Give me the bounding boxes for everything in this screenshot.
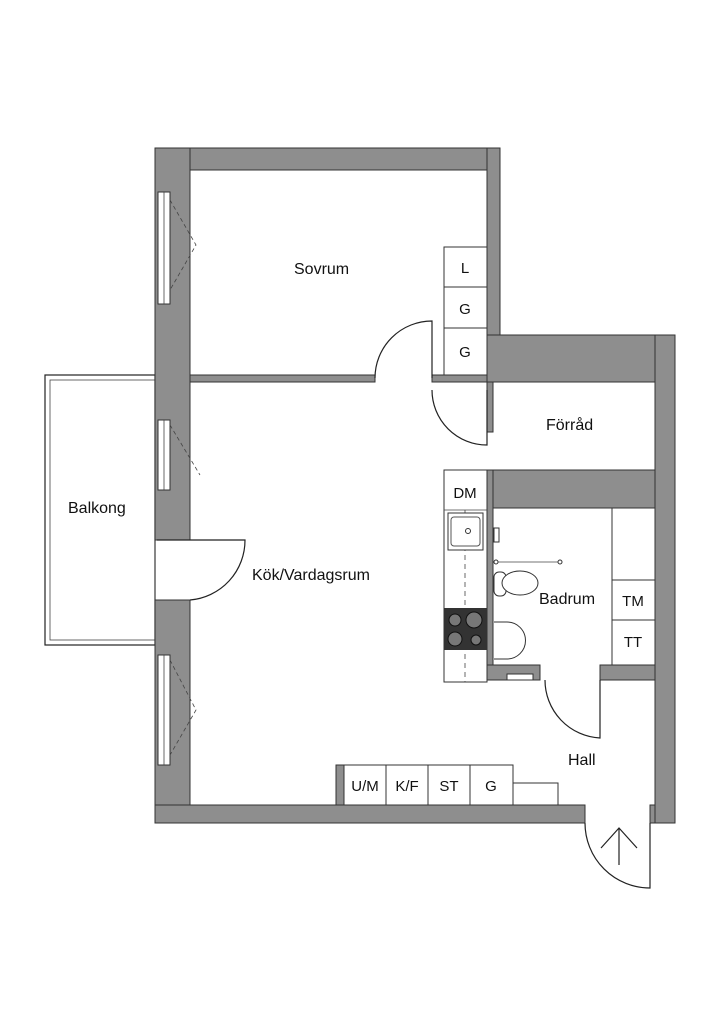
room-label-hall: Hall (568, 752, 596, 769)
dishwasher-label: DM (453, 485, 476, 502)
closet-label: L (461, 260, 469, 277)
threshold (506, 673, 534, 681)
sovrum-closets: L G G (443, 246, 488, 376)
doors (157, 320, 651, 889)
room-label-kok-vardagsrum: Kök/Vardagsrum (252, 567, 370, 584)
closet-label: G (485, 778, 497, 795)
washing-machine-label: TM (622, 593, 644, 610)
closet-label: ST (439, 778, 458, 795)
closet-label: K/F (395, 778, 418, 795)
bathroom-fixtures: TM TT (493, 507, 656, 681)
room-label-balkong: Balkong (68, 500, 126, 517)
entrance-arrow-icon (600, 827, 638, 865)
room-label-badrum: Badrum (539, 591, 595, 608)
hall-closets: U/M K/F ST G (343, 764, 559, 806)
kitchen-counter: DM (443, 469, 488, 683)
closet-label: G (459, 301, 471, 318)
washbasin-icon (494, 621, 526, 660)
stove-icon (444, 608, 487, 650)
dryer-label: TT (624, 634, 642, 651)
toilet-icon (493, 570, 539, 597)
closet-label: G (459, 344, 471, 361)
closet-label: U/M (351, 778, 379, 795)
sink-icon (447, 512, 484, 551)
walls (154, 147, 676, 824)
shower-icon (493, 527, 563, 565)
windows (157, 191, 201, 766)
room-label-forrad: Förråd (546, 416, 593, 434)
room-label-sovrum: Sovrum (294, 261, 349, 278)
